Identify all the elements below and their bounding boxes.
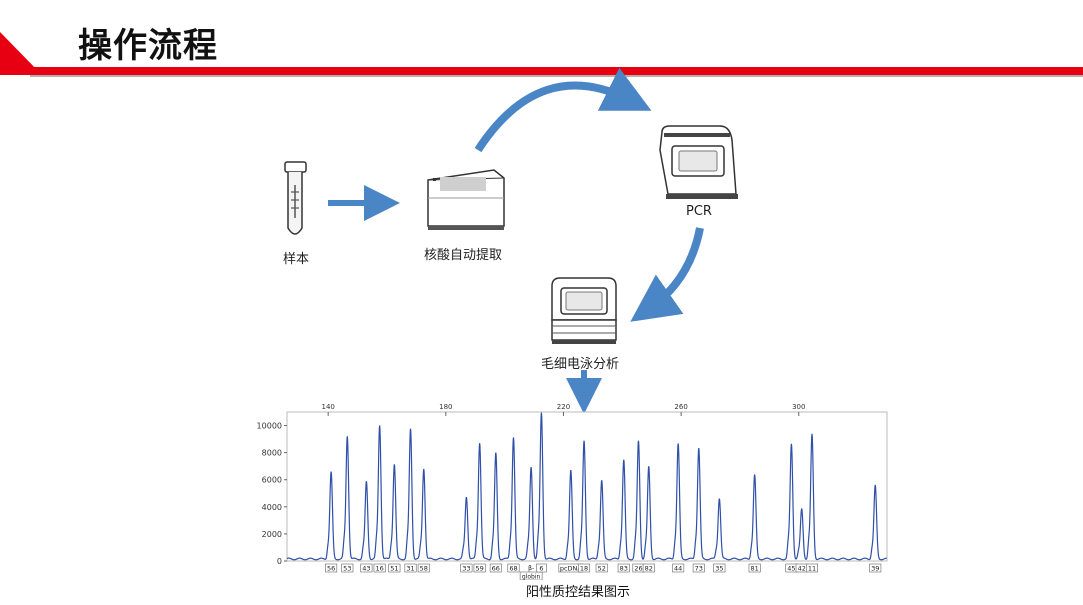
x-top-tick-label: 300 [792, 403, 805, 411]
peak-label: pcDNA [560, 565, 583, 573]
peak-label: 44 [674, 565, 682, 573]
header-red-corner [0, 32, 42, 75]
y-tick-label: 0 [277, 557, 282, 566]
peak-label-box [578, 563, 591, 573]
peak-label-box [595, 563, 608, 573]
peak-label: 35 [715, 565, 723, 573]
peak-label: 6 [539, 565, 543, 573]
extractor-icon [427, 169, 505, 230]
peak-label: globin [522, 574, 541, 581]
electropherogram-chart: 140 180 220 260 300 0 2000 4000 6000 8000 10000 56 5… [257, 403, 888, 581]
step-label-sample: 样本 [283, 252, 310, 267]
peak-label-box [672, 563, 685, 573]
peak-label-box [519, 571, 543, 580]
peak-label: 52 [598, 565, 606, 573]
peak-label: 16 [376, 565, 384, 573]
step-label-pcr: PCR [686, 204, 712, 219]
sample-tube-icon [284, 161, 307, 235]
peak-label-box [489, 563, 502, 573]
peak-label: 81 [751, 565, 759, 573]
peak-label-box [713, 563, 726, 573]
x-top-tick-label: 220 [557, 403, 570, 411]
x-top-tick-label: 140 [321, 403, 334, 411]
workflow-diagram [284, 67, 738, 414]
peak-label: 73 [695, 565, 703, 573]
peak-label: 82 [645, 565, 653, 573]
peak-label: 11 [808, 565, 816, 573]
peak-label-box [341, 563, 354, 573]
peak-label-box [617, 563, 630, 573]
peak-label-box [417, 563, 430, 573]
peak-label: 45 [787, 565, 795, 573]
peak-label-box [388, 563, 401, 573]
figure-caption: 阳性质控结果图示 [526, 585, 631, 600]
peak-label: 42 [798, 565, 806, 573]
peak-label: 39 [871, 565, 879, 573]
ce-analyzer-icon [551, 277, 617, 344]
signal-trace [286, 412, 887, 561]
peak-label: 56 [327, 565, 335, 573]
arrow-pcr-to-electrophoresis [630, 227, 704, 322]
peak-label-box [460, 563, 473, 573]
peak-label: 83 [620, 565, 628, 573]
y-tick-label: 6000 [262, 476, 282, 485]
peak-label: 33 [462, 565, 470, 573]
peak-label: 68 [509, 565, 517, 573]
peak-label-box [692, 563, 705, 573]
step-label-extraction: 核酸自动提取 [424, 248, 503, 263]
y-tick-label: 10000 [257, 422, 282, 431]
header-red-line [30, 67, 1083, 75]
peak-label: 43 [362, 565, 370, 573]
pcr-instrument-icon [659, 125, 738, 199]
y-tick-label: 4000 [262, 503, 282, 512]
peak-label-box [473, 563, 486, 573]
peak-label: 59 [476, 565, 484, 573]
peak-label: β- [528, 565, 534, 572]
header-gray-line [30, 75, 1083, 77]
peak-label: 18 [580, 565, 588, 573]
step-label-electrophoresis: 毛细电泳分析 [541, 357, 620, 372]
peak-label-box [642, 563, 655, 573]
y-tick-label: 8000 [262, 449, 282, 458]
peak-label-box [360, 563, 373, 573]
peak-label-box [507, 563, 520, 573]
peak-label-box [373, 563, 386, 573]
arrow-extraction-to-pcr [474, 67, 652, 153]
peak-label: 58 [420, 565, 428, 573]
x-top-tick-label: 260 [674, 403, 687, 411]
y-tick-label: 2000 [262, 530, 282, 539]
page-title: 操作流程 [78, 26, 218, 66]
peak-label-box [536, 563, 547, 573]
peak-label: 66 [492, 565, 500, 573]
x-top-tick-label: 180 [439, 403, 452, 411]
peak-label: 53 [343, 565, 351, 573]
peak-label-box [805, 563, 818, 573]
peak-label: 26 [634, 565, 642, 573]
peak-label-box [869, 563, 882, 573]
peak-label: 31 [406, 565, 414, 573]
peak-label-box [325, 563, 338, 573]
peak-label-box [748, 563, 761, 573]
header-band [0, 32, 1083, 77]
peak-label: 51 [390, 565, 398, 573]
peak-label-box [404, 563, 417, 573]
